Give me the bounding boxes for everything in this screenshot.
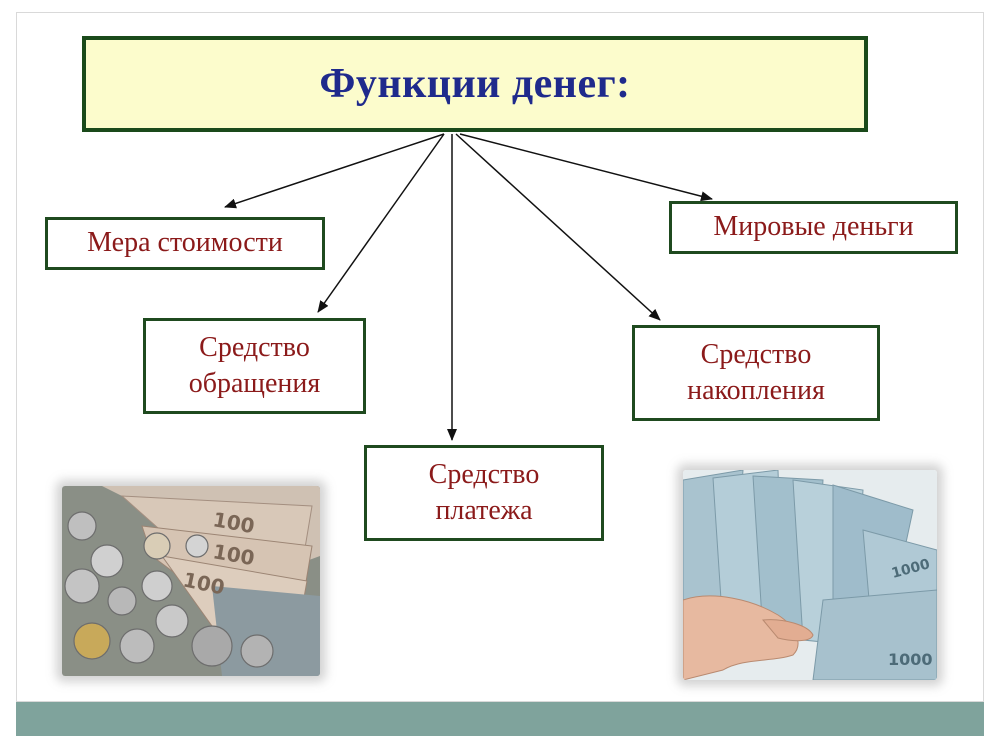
- node-payment-line2: платежа: [435, 495, 533, 526]
- banknotes-and-coins-photo: 100 100 100: [62, 486, 320, 676]
- node-measure-label: Мера стоимости: [87, 227, 283, 259]
- title-box: Функции денег:: [82, 36, 868, 132]
- node-means-of-accumulation: Средство накопления: [632, 325, 880, 421]
- node-circulation-line2: обращения: [188, 368, 321, 399]
- hand-icon: [683, 595, 814, 680]
- node-measure-of-value: Мера стоимости: [45, 217, 325, 270]
- node-world-label: Мировые деньги: [713, 211, 914, 243]
- hand-holding-banknotes-photo: 1000 1000: [683, 470, 937, 680]
- note-label-1000-b: 1000: [888, 650, 933, 669]
- node-payment-line1: Средство: [428, 458, 540, 490]
- node-world-money: Мировые деньги: [669, 201, 958, 254]
- node-means-of-circulation: Средство обращения: [143, 318, 366, 414]
- node-accumulation-line2: накопления: [687, 375, 825, 406]
- page-title: Функции денег:: [319, 61, 631, 107]
- node-accumulation-line1: Средство: [700, 338, 812, 370]
- node-means-of-payment: Средство платежа: [364, 445, 604, 541]
- node-circulation-line1: Средство: [199, 331, 310, 363]
- footer-bar: [16, 702, 984, 736]
